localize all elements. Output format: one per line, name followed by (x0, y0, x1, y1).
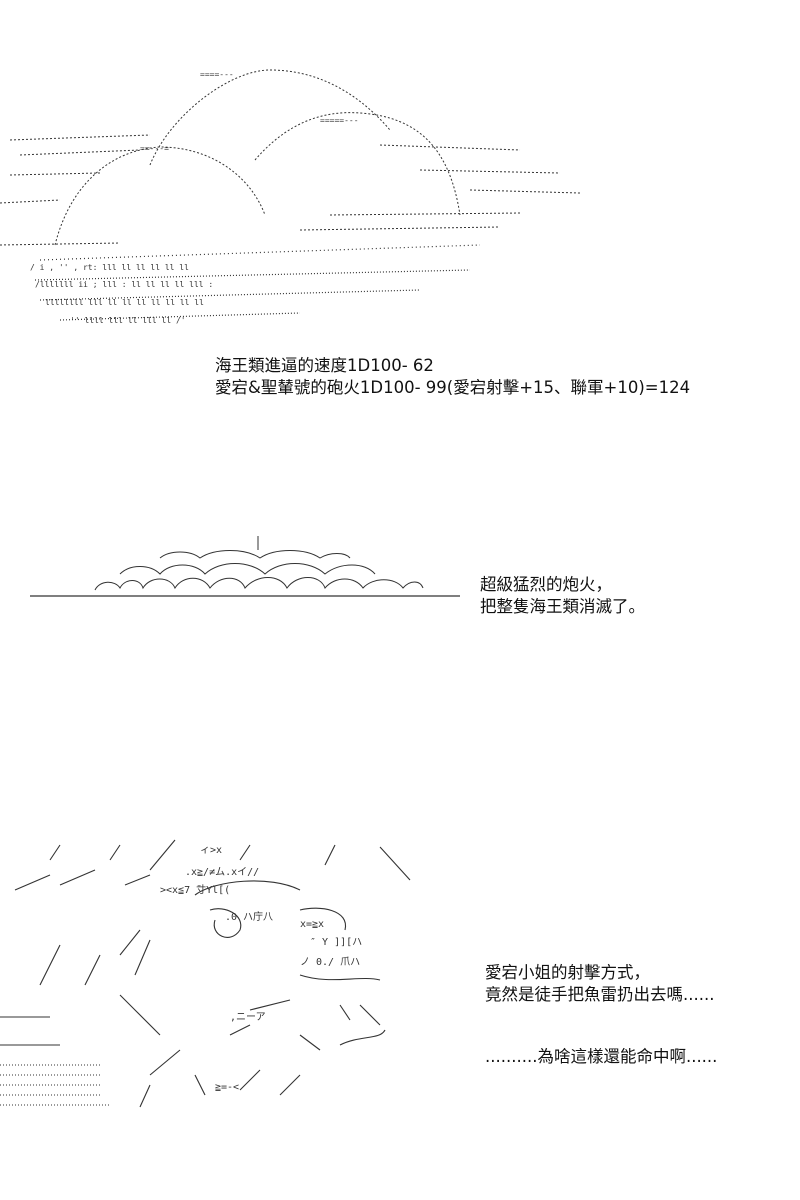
svg-text:llllllll lll ll ll ll ll ll ll: llllllll lll ll ll ll ll ll ll ll (45, 298, 204, 307)
svg-text:/ i , '' , rt: lll ll ll l: / i , '' , rt: lll ll ll ll ll ll (30, 263, 189, 272)
svg-text:ノ 0./ 爪ハ: ノ 0./ 爪ハ (300, 957, 360, 968)
explosion-clouds-art: ====--- ==---= =====--- / i , '' , rt: l… (0, 69, 581, 325)
svg-text:==---=: ==---= (140, 144, 169, 153)
atago-caption-line3: ..........為啥這樣還能命中啊...... (485, 1047, 718, 1066)
svg-text:/lllllll ii ; lll : ll ll ll l: /lllllll ii ; lll : ll ll ll ll lll : (35, 280, 213, 289)
firepower-caption-line1: 超級猛烈的炮火， (480, 575, 612, 594)
svg-text:.0 ハ庁八: .0 ハ庁八 (225, 910, 273, 923)
svg-text:><x≦7 ̄寸Yl[(: ><x≦7 ̄寸Yl[( (160, 883, 230, 896)
firepower-caption: 超級猛烈的炮火， 把整隻海王類消滅了。 (480, 574, 645, 618)
svg-text:'' llll lll ll lll ll /': '' llll lll ll lll ll /' (70, 316, 186, 325)
atago-throwing-art: ィ>x .x≧/≠ム.xイ// ><x≦7 ̄寸Yl[( .0 ハ庁八 x=≧x… (0, 839, 411, 1108)
firepower-caption-line2: 把整隻海王類消滅了。 (480, 597, 645, 616)
svg-text:,ニーア: ,ニーア (230, 1012, 266, 1023)
svg-text:ィ>x: ィ>x (200, 845, 222, 856)
dice-roll-results: 海王類進逼的速度1D100- 62 愛宕&聖輦號的砲火1D100- 99(愛宕射… (215, 355, 690, 399)
atago-caption-line1: 愛宕小姐的射擊方式， (485, 963, 650, 982)
svg-text:≧=-<: ≧=-< (215, 1082, 239, 1093)
svg-text:″ Y ]][ハ: ″ Y ]][ハ (310, 937, 362, 948)
enemy-speed-roll: 海王類進逼的速度1D100- 62 (215, 356, 434, 375)
svg-text:x=≧x: x=≧x (300, 919, 324, 930)
svg-text:====---: ====--- (200, 70, 234, 79)
firepower-roll: 愛宕&聖輦號的砲火1D100- 99(愛宕射擊+15、聯軍+10)=124 (215, 378, 691, 397)
svg-text:=====---: =====--- (320, 116, 359, 125)
atago-caption-line2: 竟然是徒手把魚雷扔出去嗎...... (485, 985, 715, 1004)
svg-text:.x≧/≠ム.xイ//: .x≧/≠ム.xイ// (185, 866, 259, 878)
sea-explosion-art (30, 536, 460, 597)
atago-caption: 愛宕小姐的射擊方式， 竟然是徒手把魚雷扔出去嗎...... ..........… (485, 962, 717, 1068)
